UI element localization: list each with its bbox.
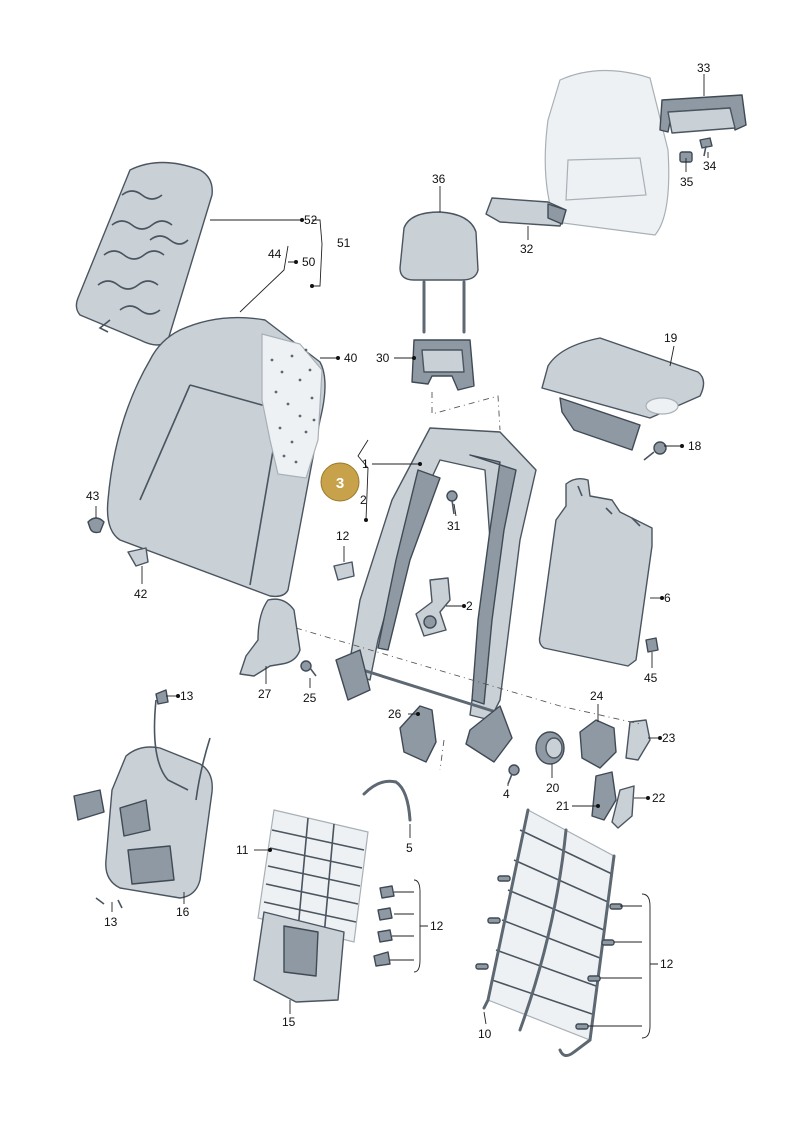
leader-dots (176, 218, 684, 852)
position-badge: 3 (320, 462, 360, 502)
headrest-guide-32 (485, 197, 567, 227)
callout-36: 36 (432, 172, 446, 186)
callout-18: 18 (688, 439, 702, 453)
headrest-36 (399, 211, 479, 334)
screw-34 (699, 137, 713, 157)
lever-21 (591, 771, 617, 821)
foam-perforation (270, 348, 316, 464)
callout-22: 22 (652, 791, 666, 805)
screw-31 (446, 490, 458, 515)
rear-cover-6 (538, 477, 653, 667)
trim-22 (611, 785, 635, 829)
callout-50: 50 (302, 255, 316, 269)
callout-24: 24 (590, 689, 604, 703)
lumbar-adjuster-2 (415, 577, 451, 637)
rear-panel-19 (541, 337, 705, 451)
callout-10: 10 (478, 1027, 492, 1041)
callout-27: 27 (258, 687, 272, 701)
callout-43: 43 (86, 489, 100, 503)
lumbar-plate-15 (253, 911, 345, 1003)
callout-35: 35 (680, 175, 694, 189)
callout-11: 11 (236, 843, 249, 857)
clip-45 (645, 637, 659, 653)
backrest-frame-1 (335, 427, 537, 763)
callout-21: 21 (556, 799, 570, 813)
callout-labels: 33 34 35 36 32 52 51 44 50 40 30 19 18 1… (86, 61, 717, 1041)
lever-23 (625, 719, 651, 761)
cover-26 (399, 705, 437, 763)
callout-6: 6 (664, 591, 671, 605)
headrest-trim-frame-33 (659, 94, 747, 134)
clips-12-set (373, 885, 395, 967)
callout-51: 51 (337, 236, 351, 250)
callout-23: 23 (662, 731, 676, 745)
callout-12-clip: 12 (336, 529, 350, 543)
side-trim-27 (239, 598, 301, 677)
callout-12-right: 12 (660, 957, 674, 971)
lumbar-support-16 (73, 699, 213, 909)
callout-15: 15 (282, 1015, 296, 1029)
clip-43 (87, 517, 105, 534)
callout-20: 20 (546, 781, 560, 795)
spring-mat-10 (475, 808, 623, 1057)
callout-52: 52 (304, 213, 318, 227)
backrest-cover-40 (106, 316, 326, 598)
callout-19: 19 (664, 331, 678, 345)
callout-5: 5 (406, 841, 413, 855)
callout-33: 33 (697, 61, 711, 75)
recliner-cover-24 (579, 719, 617, 769)
callout-12-mid: 12 (430, 919, 444, 933)
callout-25: 25 (303, 691, 317, 705)
callout-42: 42 (134, 587, 148, 601)
callout-30: 30 (376, 351, 390, 365)
bracket-42 (127, 547, 149, 567)
screw-4 (507, 764, 520, 785)
callout-40: 40 (344, 351, 358, 365)
headrest-lock-30 (411, 339, 475, 391)
callout-2-frame: 2 (360, 493, 367, 507)
wire-bow-5 (362, 779, 412, 822)
screw-18 (643, 441, 667, 461)
handwheel-20 (535, 731, 565, 765)
callout-13-lower: 13 (104, 915, 118, 929)
screw-25 (300, 660, 317, 677)
callout-34: 34 (703, 159, 717, 173)
clip-12-upper (333, 561, 355, 581)
lumbar-mat-11 (257, 809, 369, 943)
badge-number: 3 (336, 475, 344, 492)
callout-2-lumbar: 2 (466, 599, 473, 613)
backrest-inset-ghost (544, 69, 670, 236)
heater-mat-52 (75, 161, 213, 346)
callout-45: 45 (644, 671, 658, 685)
clip-13-upper (155, 689, 169, 705)
callout-4: 4 (503, 787, 510, 801)
callout-16: 16 (176, 905, 190, 919)
callout-26: 26 (388, 707, 402, 721)
callout-32: 32 (520, 242, 534, 256)
callout-1: 1 (362, 457, 369, 471)
callout-44: 44 (268, 247, 282, 261)
callout-31: 31 (447, 519, 461, 533)
callout-13-upper: 13 (180, 689, 194, 703)
